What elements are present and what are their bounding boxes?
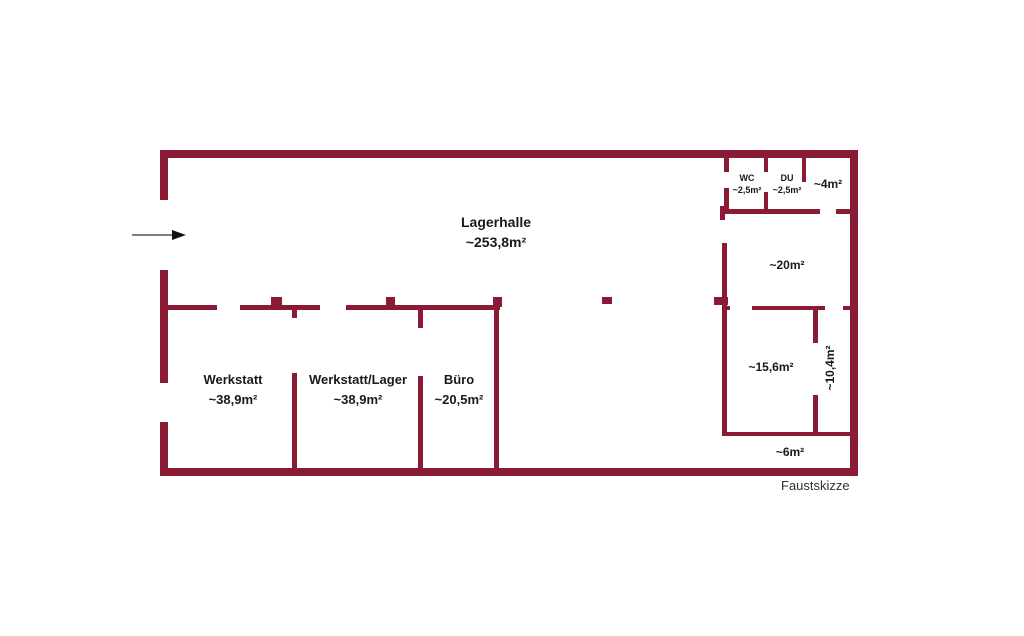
room-name: Lagerhalle [460,214,532,230]
wc-du-divider-top [764,158,768,172]
pillar [602,297,612,304]
room-6-top-wall [722,432,858,436]
right-block-wall-main [722,243,727,436]
room-area: ~253,8m² [465,234,527,250]
room-label-6m: ~6m² [760,444,820,460]
room-area: ~2,5m² [772,185,802,195]
du-4m-divider [802,158,806,182]
room-name: WC [739,173,755,183]
room-10-divider-bottom [813,395,818,436]
partition-buero-halle [494,305,499,470]
sanitary-bottom-wall-right [836,209,858,214]
room-area: ~6m² [775,445,805,459]
room-20-bottom-wall [752,306,825,310]
outer-wall-top [160,150,858,158]
room-area: ~38,9m² [333,392,383,407]
pillar [386,297,395,307]
room-name: Werkstatt/Lager [308,372,407,387]
room-area: ~15,6m² [748,360,794,374]
interior-wall-segment [160,305,217,310]
room-area: ~20m² [769,258,805,272]
sketch-caption: Faustskizze [781,478,850,493]
outer-wall-bottom [160,468,858,476]
sanitary-bottom-wall [724,209,820,214]
partition-werkstatt-lager [292,373,297,470]
partition-lager-buero [418,376,423,470]
pillar [493,297,502,307]
room-area: ~4m² [813,177,843,191]
wc-du-divider-bottom [764,192,768,212]
room-label-20m: ~20m² [755,257,819,273]
room-label-wc: WC ~2,5m² [726,172,768,196]
interior-wall-segment [240,305,320,310]
room-name: Werkstatt [203,372,263,387]
interior-wall-segment [346,305,500,310]
room-label-werkstatt: Werkstatt ~38,9m² [183,370,283,410]
room-label-lagerhalle: Lagerhalle ~253,8m² [436,212,556,252]
room-20-bottom-stub-right [843,306,858,310]
interior-wall-stub [292,305,297,318]
right-block-wall-segment [724,188,729,212]
room-10-divider-top [813,306,818,343]
outer-wall-left-lower [160,422,168,476]
room-label-werkstatt-lager: Werkstatt/Lager ~38,9m² [298,370,418,410]
room-label-du: DU ~2,5m² [766,172,808,196]
outer-wall-left-middle [160,270,168,383]
room-label-buero: Büro ~20,5m² [424,370,494,410]
entrance-arrow-icon [132,230,186,240]
room-area: ~20,5m² [434,392,484,407]
room-label-10m: ~10,4m² [822,336,838,400]
interior-wall-stub [418,305,423,328]
room-area: ~10,4m² [823,345,837,391]
room-label-4m: ~4m² [806,176,850,192]
room-20-bottom-stub-left [722,306,730,310]
room-area: ~38,9m² [208,392,258,407]
pillar [714,297,728,305]
room-name: DU [780,173,794,183]
room-label-15m: ~15,6m² [736,359,806,375]
pillar [271,297,282,307]
room-name: Büro [443,372,475,387]
right-block-wall-stub [724,158,729,172]
outer-wall-right [850,150,858,476]
room-area: ~2,5m² [732,185,762,195]
outer-wall-left-upper [160,150,168,200]
right-block-wall-stub-small [720,206,725,220]
